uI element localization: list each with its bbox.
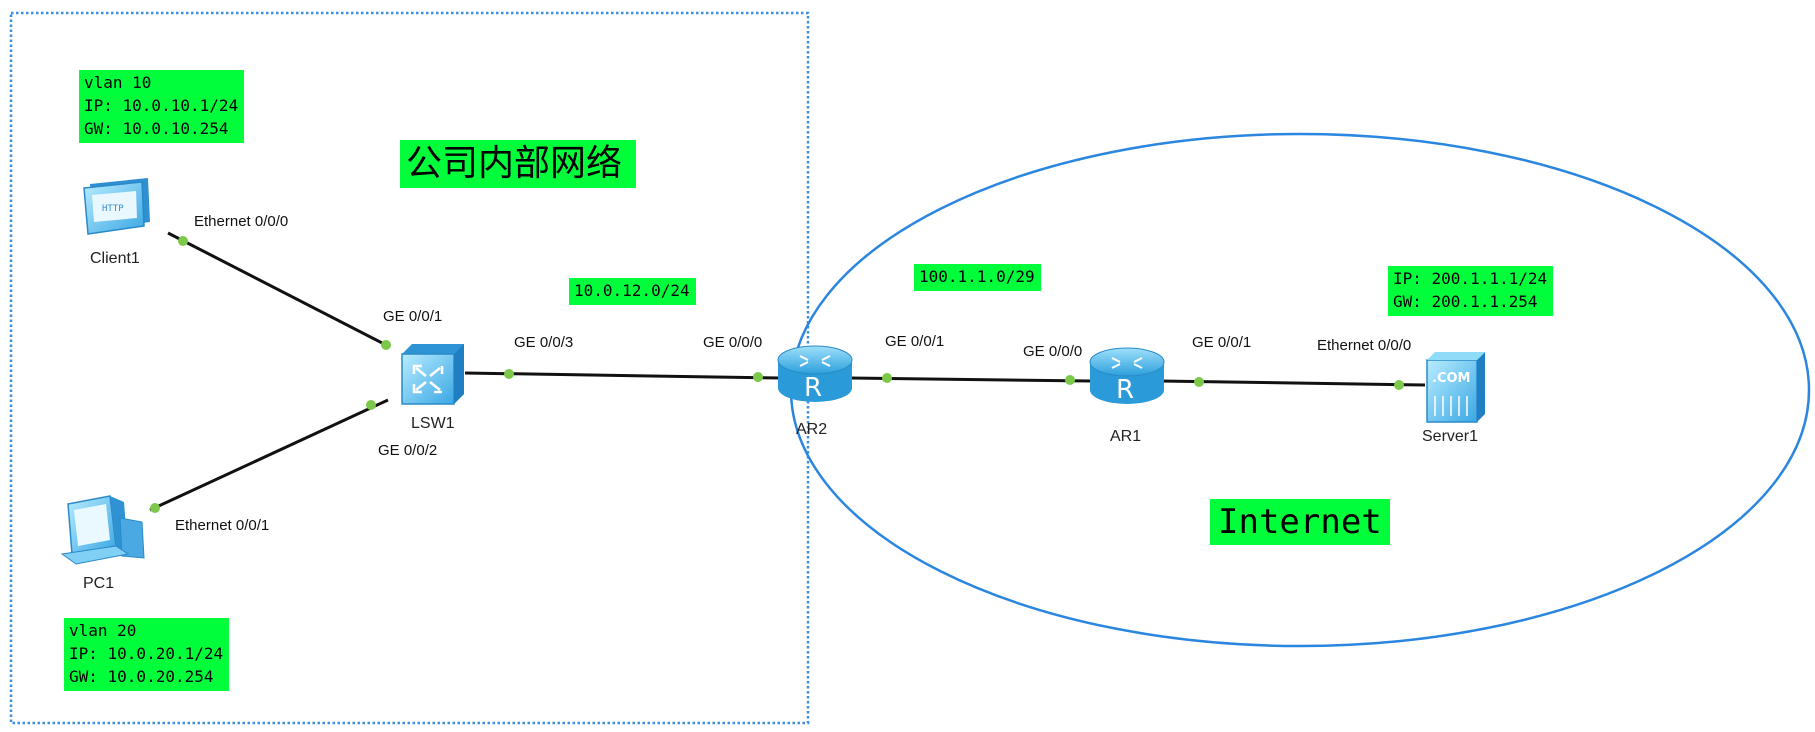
port-label-server1-eth: Ethernet 0/0/0	[1317, 337, 1412, 354]
port-dot-ar1-ge0	[1065, 375, 1075, 385]
vlan10-note-line3: GW: 10.0.10.254	[84, 119, 229, 138]
internal-network-title: 公司内部网络	[400, 140, 637, 188]
device-label-server1: Server1	[1422, 428, 1479, 445]
server-ip-note: IP: 200.1.1.1/24 GW: 200.1.1.254	[1388, 266, 1554, 316]
port-dot-ar1-ge1	[1194, 377, 1204, 387]
device-label-ar2: AR2	[796, 421, 828, 438]
router-icon[interactable]: R	[777, 345, 853, 403]
device-label-lsw1: LSW1	[411, 415, 455, 432]
link-client1-lsw1[interactable]	[167, 231, 389, 348]
port-dot-lsw1-ge1	[381, 340, 391, 350]
port-dot-ar2-ge1	[882, 373, 892, 383]
port-dot-lsw1-ge2	[366, 400, 376, 410]
device-label-client1: Client1	[90, 250, 140, 267]
port-label-lsw1-ge2: GE 0/0/2	[378, 442, 438, 459]
port-dot-pc1	[150, 503, 160, 513]
vlan10-note-line1: vlan 10	[84, 73, 152, 92]
switch-icon[interactable]	[401, 344, 464, 405]
vlan10-note-line2: IP: 10.0.10.1/24	[84, 96, 239, 115]
router-icon[interactable]: R	[1089, 347, 1165, 405]
port-label-pc1-eth: Ethernet 0/0/1	[175, 517, 270, 534]
subnet-public-note: 100.1.1.0/29	[914, 264, 1041, 291]
svg-text:HTTP: HTTP	[102, 204, 124, 214]
port-label-ar2-ge1: GE 0/0/1	[885, 333, 945, 350]
vlan10-note: vlan 10 IP: 10.0.10.1/24 GW: 10.0.10.254	[79, 70, 245, 143]
port-dot-server1	[1394, 380, 1404, 390]
device-label-ar1: AR1	[1110, 428, 1142, 445]
link-pc1-lsw1[interactable]	[149, 398, 389, 512]
http-client-icon[interactable]: HTTP	[83, 178, 150, 235]
port-dot-client1	[178, 236, 188, 246]
port-dot-lsw1-ge3	[504, 369, 514, 379]
svg-text:R: R	[1116, 375, 1134, 405]
com-server-icon[interactable]: .COM	[1426, 352, 1485, 423]
port-dots	[150, 236, 1404, 513]
port-dot-ar2-ge0	[753, 372, 763, 382]
internet-title: Internet	[1210, 499, 1390, 545]
svg-text:.COM: .COM	[1432, 371, 1470, 386]
port-label-ar1-ge1: GE 0/0/1	[1192, 334, 1252, 351]
svg-text:R: R	[804, 373, 822, 403]
internet-cloud-ellipse	[789, 132, 1811, 648]
vlan20-note-line1: vlan 20	[69, 621, 137, 640]
vlan20-note-line3: GW: 10.0.20.254	[69, 667, 214, 686]
vlan20-note: vlan 20 IP: 10.0.20.1/24 GW: 10.0.20.254	[64, 618, 230, 691]
server-ip-line: IP: 200.1.1.1/24	[1393, 269, 1548, 288]
link-lsw1-ar2[interactable]	[464, 371, 781, 380]
device-label-pc1: PC1	[83, 575, 115, 592]
vlan20-note-line2: IP: 10.0.20.1/24	[69, 644, 224, 663]
link-ar1-server1[interactable]	[1159, 379, 1426, 387]
subnet-internal-note: 10.0.12.0/24	[569, 278, 696, 305]
pc-icon[interactable]	[60, 495, 145, 565]
port-label-ar2-ge0: GE 0/0/0	[703, 334, 763, 351]
port-label-lsw1-ge1: GE 0/0/1	[383, 308, 443, 325]
server-gw-line: GW: 200.1.1.254	[1393, 292, 1538, 311]
port-label-client1-eth: Ethernet 0/0/0	[194, 213, 289, 230]
port-label-lsw1-ge3: GE 0/0/3	[514, 334, 574, 351]
port-label-ar1-ge0: GE 0/0/0	[1023, 343, 1083, 360]
